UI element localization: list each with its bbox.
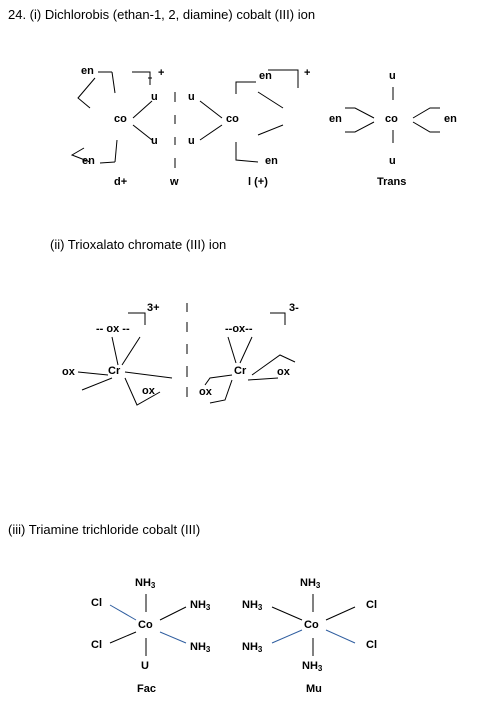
d-ligand-2: u bbox=[151, 135, 158, 147]
mirror-caption: w bbox=[170, 176, 179, 188]
d-en-bottom: en bbox=[82, 155, 95, 167]
trans-en-left: en bbox=[329, 113, 342, 125]
trans-en-right: en bbox=[444, 113, 457, 125]
oxalate-left-bonds bbox=[77, 312, 173, 406]
d-en-top: en bbox=[81, 65, 94, 77]
fac-nh3-right-2: NH3 bbox=[190, 641, 211, 654]
ox-left-bottom: ox bbox=[142, 385, 155, 397]
ox-right-bottom: ox bbox=[199, 386, 212, 398]
fac-cl-bottom: Cl bbox=[91, 639, 102, 651]
trans-caption: Trans bbox=[377, 176, 407, 188]
ox-left-top: -- ox -- bbox=[96, 323, 130, 335]
ox-right-right: ox bbox=[277, 366, 290, 378]
l-charge: + bbox=[304, 67, 311, 79]
mer-nh3-left-1: NH3 bbox=[242, 599, 263, 612]
l-ligand-1: u bbox=[188, 91, 195, 103]
d-ligand-1: u bbox=[151, 91, 158, 103]
fac-caption: Fac bbox=[137, 683, 156, 695]
trans-bonds bbox=[345, 87, 440, 143]
mer-caption: Mu bbox=[306, 683, 322, 695]
mer-nh3-top: NH3 bbox=[300, 577, 321, 590]
trans-center-atom: co bbox=[385, 113, 398, 125]
d-center-atom: co bbox=[114, 113, 127, 125]
part-ii-title: (ii) Trioxalato chromate (III) ion bbox=[50, 237, 227, 252]
oxalate-right-bonds bbox=[204, 312, 296, 404]
d-isomer-bonds bbox=[70, 71, 153, 164]
l-en-top: en bbox=[259, 70, 272, 82]
ox-right-charge: 3- bbox=[289, 302, 299, 314]
mer-cl-bottom: Cl bbox=[366, 639, 377, 651]
mer-bonds bbox=[271, 594, 356, 656]
fac-cl-top: Cl bbox=[91, 597, 102, 609]
l-en-bottom: en bbox=[265, 155, 278, 167]
fac-bottom-ligand: U bbox=[141, 660, 149, 672]
fac-center-atom: Co bbox=[138, 619, 153, 631]
mer-nh3-bottom: NH3 bbox=[302, 660, 323, 673]
trans-ligand-top: u bbox=[389, 70, 396, 82]
fac-nh3-right-1: NH3 bbox=[190, 599, 211, 612]
ox-right-top: --ox-- bbox=[225, 323, 253, 335]
l-isomer-bonds bbox=[199, 69, 299, 163]
ox-left-center-atom: Cr bbox=[108, 365, 121, 377]
l-center-atom: co bbox=[226, 113, 239, 125]
ox-left-charge: 3+ bbox=[147, 302, 160, 314]
trans-ligand-bottom: u bbox=[389, 155, 396, 167]
part-iii-title: (iii) Triamine trichloride cobalt (III) bbox=[8, 522, 201, 537]
ox-left-left: ox bbox=[62, 366, 75, 378]
l-isomer-caption: l (+) bbox=[248, 176, 268, 188]
fac-nh3-top: NH3 bbox=[135, 577, 156, 590]
l-ligand-2: u bbox=[188, 135, 195, 147]
question-title: 24. (i) Dichlorobis (ethan-1, 2, diamine… bbox=[8, 7, 316, 22]
d-isomer-caption: d+ bbox=[114, 176, 128, 188]
mer-nh3-left-2: NH3 bbox=[242, 641, 263, 654]
mer-cl-top: Cl bbox=[366, 599, 377, 611]
mer-center-atom: Co bbox=[304, 619, 319, 631]
ox-right-center-atom: Cr bbox=[234, 365, 247, 377]
fac-bonds bbox=[109, 594, 187, 656]
d-charge: + bbox=[158, 67, 165, 79]
